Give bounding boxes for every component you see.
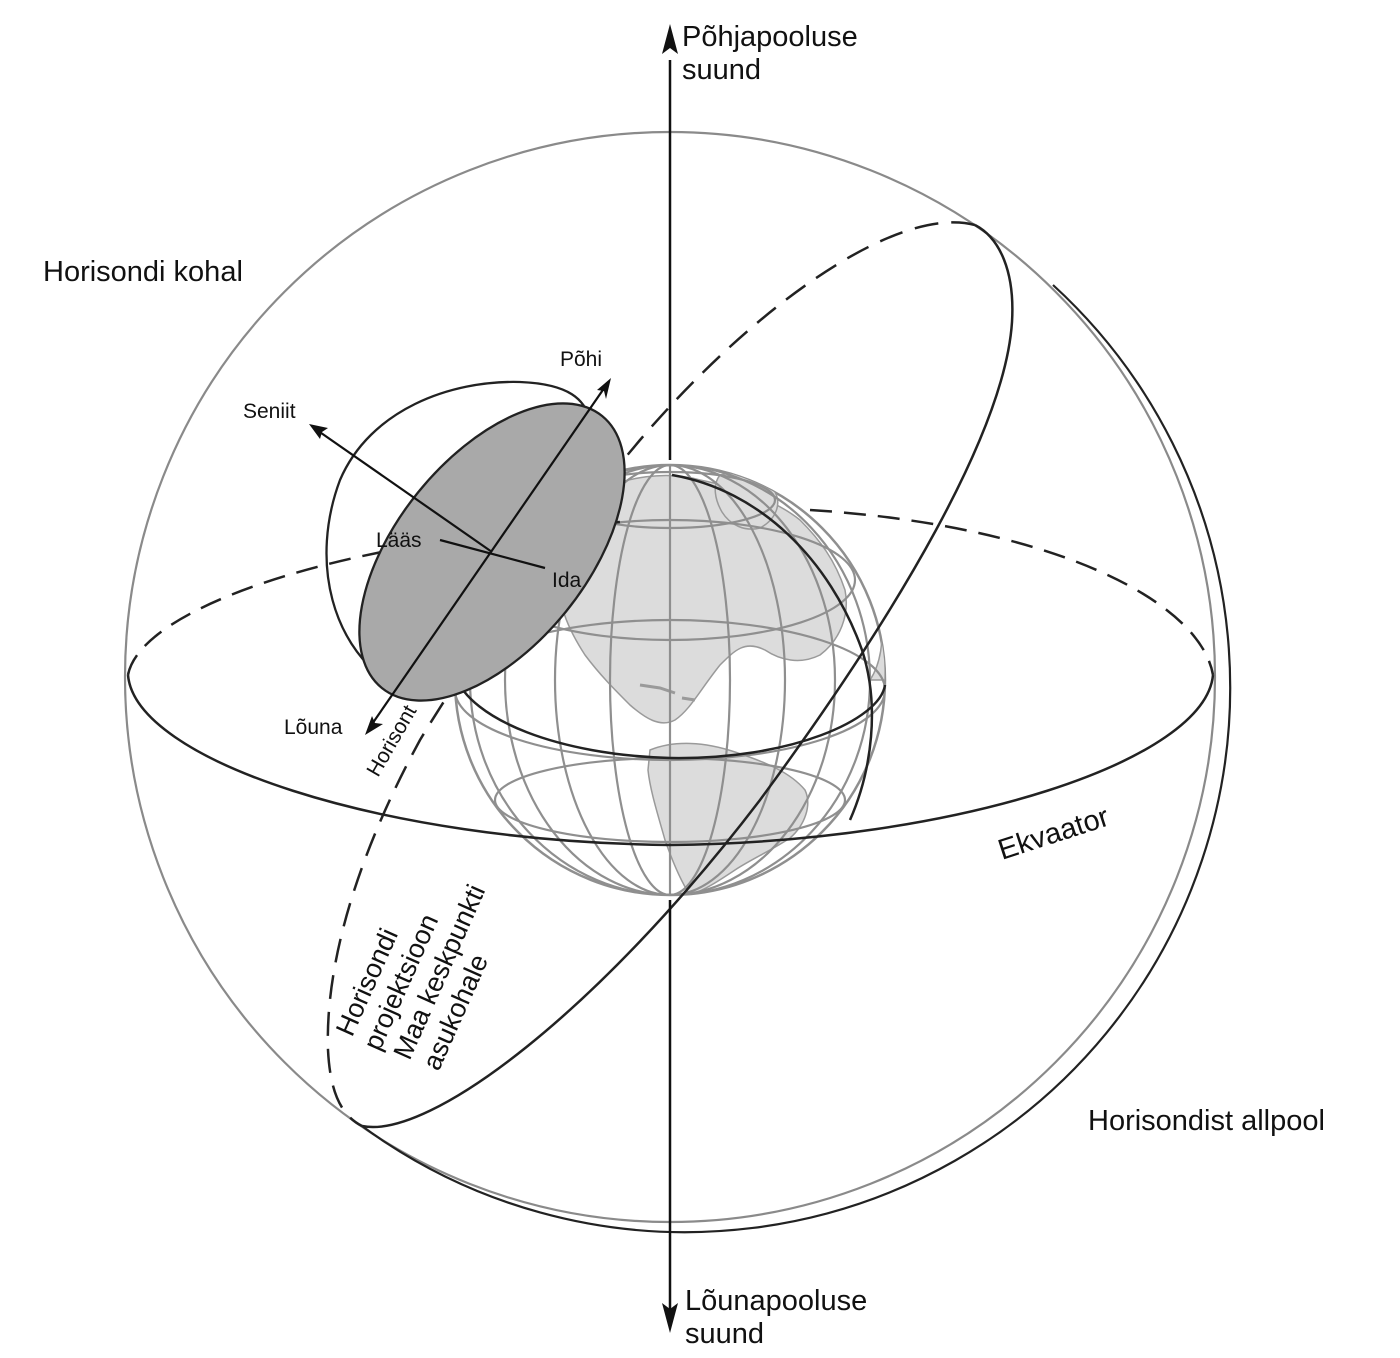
equator-label: Ekvaator — [994, 801, 1113, 867]
horizon-label: Horisont — [362, 701, 421, 780]
horizon-projection-label: Horisondi projektsioon Maa keskpunkti as… — [330, 880, 494, 1074]
south-pole-direction-label-line2: suund — [685, 1318, 764, 1350]
east-label: Ida — [552, 569, 582, 592]
west-east-axis — [439, 538, 546, 570]
north-south-axis — [369, 383, 608, 728]
below-horizon-label: Horisondist allpool — [1088, 1105, 1325, 1137]
south-america-land — [647, 742, 809, 895]
south-pole-direction-label: Lõunapooluse — [685, 1285, 867, 1317]
celestial-sphere-dark-arc — [361, 284, 1232, 1234]
north-label: Põhi — [560, 348, 602, 371]
pole-axis — [662, 24, 678, 1333]
zenith-label: Seniit — [243, 400, 296, 423]
west-label: Lääs — [376, 529, 422, 552]
south-label: Lõuna — [284, 716, 343, 739]
north-pole-arrowhead — [662, 24, 678, 54]
horizon-projection-circle — [326, 221, 1014, 1129]
zenith-axis — [313, 427, 493, 553]
earth-globe — [453, 463, 887, 897]
above-horizon-label: Horisondi kohal — [43, 256, 243, 288]
south-pole-arrowhead — [662, 1303, 678, 1333]
observer-hemisphere — [309, 378, 626, 735]
north-pole-direction-label-line2: suund — [682, 54, 761, 86]
north-pole-direction-label: Põhjapooluse — [682, 21, 858, 53]
